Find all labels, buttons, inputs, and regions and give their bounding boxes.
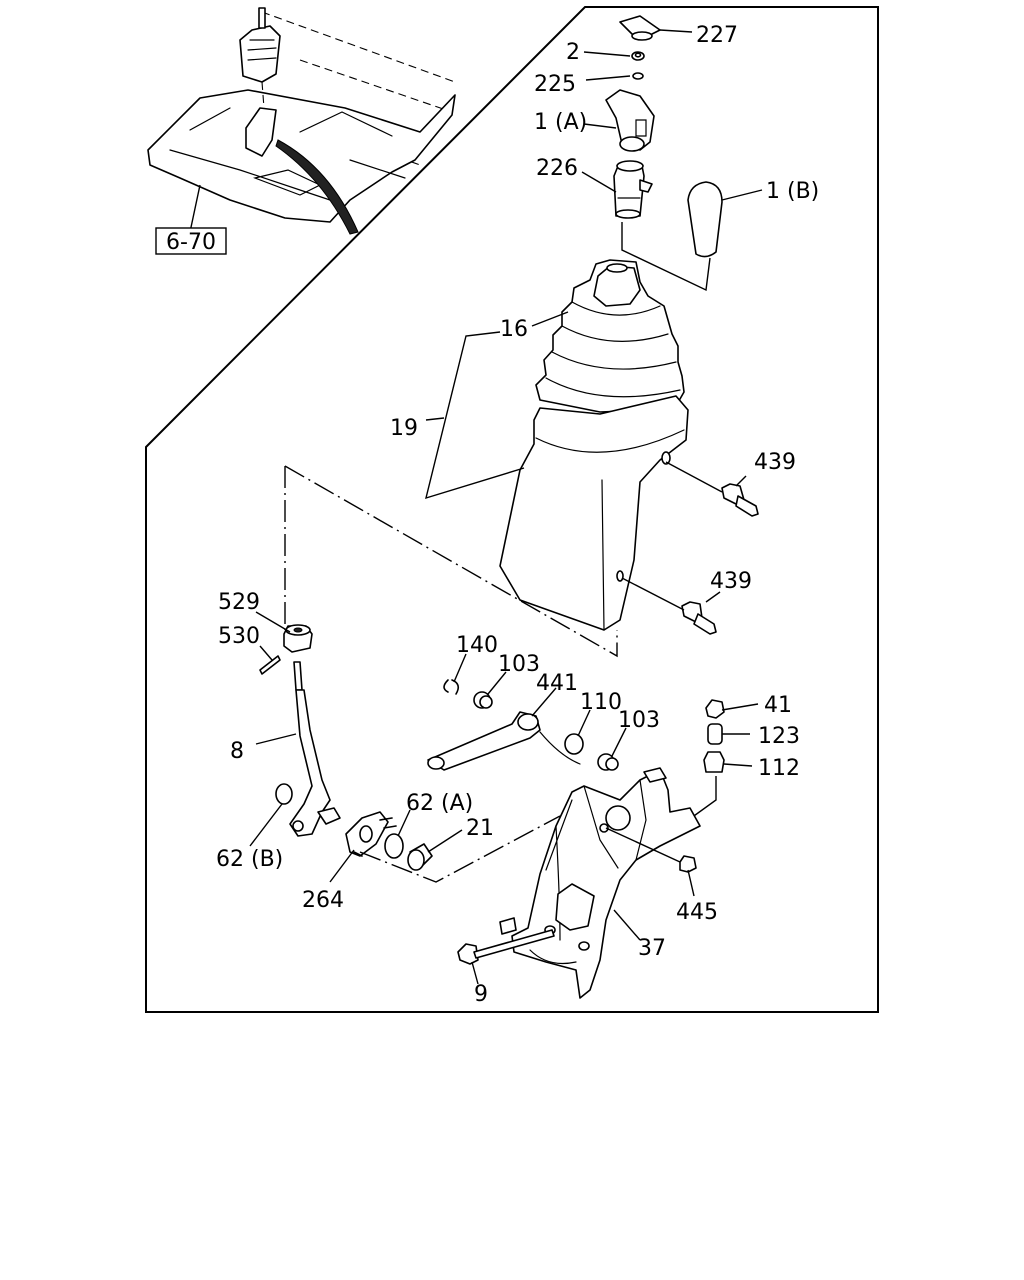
bolt-9	[457, 929, 555, 965]
nut-41	[705, 699, 725, 719]
callout-530: 530	[218, 624, 260, 649]
bushing-103-left	[473, 691, 493, 709]
bushing-103-right	[597, 753, 619, 771]
callout-16: 16	[500, 317, 528, 342]
bolt-439-lower	[681, 601, 717, 635]
callout-labels: 227 2 225 1 (A) 226 1 (B) 16 19 439 439 …	[216, 23, 819, 1007]
callout-227: 227	[696, 23, 738, 48]
reference-box	[155, 227, 227, 255]
callout-529: 529	[218, 590, 260, 615]
pin-530	[259, 655, 281, 675]
ring-110	[539, 731, 584, 765]
callout-103-left: 103	[498, 652, 540, 677]
callout-62b: 62 (B)	[216, 847, 283, 872]
callout-112: 112	[758, 756, 800, 781]
knob-1a	[605, 89, 655, 152]
callout-41: 41	[764, 693, 792, 718]
callout-103-right: 103	[618, 708, 660, 733]
link-441	[427, 711, 541, 771]
bracket-37	[499, 767, 701, 999]
callout-110: 110	[580, 690, 622, 715]
callout-9: 9	[474, 982, 488, 1007]
callout-140: 140	[456, 633, 498, 658]
cab-floor-inset: 6-70	[147, 7, 456, 255]
reference-box-label: 6-70	[166, 230, 216, 255]
collar-123	[707, 723, 723, 745]
bushing-62a	[384, 833, 404, 859]
callout-439-lower: 439	[710, 569, 752, 594]
lever-8	[275, 661, 341, 837]
diagram-frame	[145, 6, 879, 1013]
grommet-112	[703, 751, 725, 773]
console-cover-19	[499, 395, 689, 631]
nut-445	[679, 855, 697, 873]
callout-21: 21	[466, 816, 494, 841]
boot-16	[535, 259, 685, 413]
nut-2	[631, 51, 645, 61]
callout-445: 445	[676, 900, 718, 925]
clip-140	[443, 679, 460, 695]
callout-2: 2	[566, 40, 580, 65]
callout-264: 264	[302, 888, 344, 913]
grommet-529	[283, 624, 313, 653]
bushing-21	[407, 843, 433, 871]
callout-441: 441	[536, 671, 578, 696]
callout-8: 8	[230, 739, 244, 764]
callout-225: 225	[534, 72, 576, 97]
adapter-226	[613, 160, 653, 219]
callout-1b: 1 (B)	[766, 179, 819, 204]
knob-1b	[687, 181, 723, 258]
callout-123: 123	[758, 724, 800, 749]
callout-1a: 1 (A)	[534, 110, 587, 135]
callout-19: 19	[390, 416, 418, 441]
callout-439-upper: 439	[754, 450, 796, 475]
callout-226: 226	[536, 156, 578, 181]
knob-cap-227	[619, 15, 661, 41]
callout-37: 37	[638, 936, 666, 961]
leader-lines	[249, 29, 763, 985]
bolt-439-upper	[721, 483, 759, 517]
callout-62a: 62 (A)	[406, 791, 473, 816]
washer-225	[632, 72, 644, 80]
